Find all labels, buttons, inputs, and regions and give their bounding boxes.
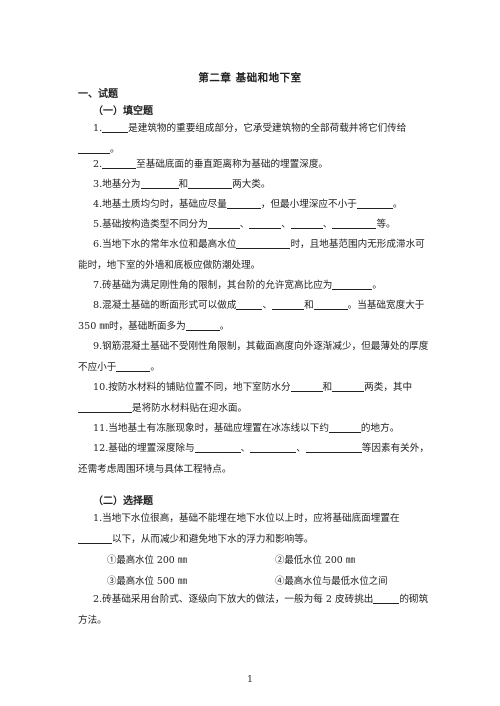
answer-blank xyxy=(313,297,348,310)
question-6: 6.当地下水的常年水位和最高水位时，且地基范围内无形成滞水可能时，地下室的外墙和… xyxy=(78,235,433,276)
answer-blank xyxy=(116,359,151,372)
section-heading: 一、试题 xyxy=(78,89,118,100)
answer-blank xyxy=(102,156,137,169)
answer-blank xyxy=(272,297,305,310)
page-number: 1 xyxy=(247,675,253,685)
chapter-title: 第二章 基础和地下室 xyxy=(198,72,302,84)
answer-blank xyxy=(290,216,323,229)
answer-blank xyxy=(78,400,132,413)
question-10: 10.按防水材料的铺贴位置不同，地下室防水分和两类，其中是将防水材料贴在迎水面。 xyxy=(78,378,433,419)
question-5: 5.基础按构造类型不同分为、、、等。 xyxy=(78,215,433,236)
answer-blank xyxy=(356,196,393,209)
question-11: 11.当地基土有冻胀现象时，基础应埋置在冰冻线以下约的地方。 xyxy=(78,419,433,440)
answer-blank xyxy=(188,176,233,189)
answer-blank xyxy=(194,440,241,453)
choice-option-1: ①最高水位 200 ㎜ xyxy=(107,555,188,566)
answer-blank xyxy=(290,379,323,392)
answer-blank xyxy=(328,420,361,433)
answer-blank xyxy=(140,176,179,189)
answer-blank xyxy=(332,379,365,392)
question-8: 8.混凝土基础的断面形式可以做成、和。当基础宽度大于 350 ㎜时，基础断面多为… xyxy=(78,296,433,337)
answer-blank xyxy=(226,196,261,209)
question-2: 2.至基础底面的垂直距离称为基础的埋置深度。 xyxy=(78,155,433,176)
answer-blank xyxy=(332,216,377,229)
answer-blank xyxy=(236,297,263,310)
answer-blank xyxy=(305,440,362,453)
choice-option-3: ③最高水位 500 ㎜ xyxy=(107,576,188,587)
answer-blank xyxy=(249,216,282,229)
question-7: 7.砖基础为满足刚性角的限制，其台阶的允许宽高比应为。 xyxy=(78,276,433,297)
question-4: 4.地基土质均匀时，基础应尽量，但最小埋深应不小于。 xyxy=(78,195,433,216)
choice-option-2: ②最低水位 200 ㎜ xyxy=(275,555,356,566)
answer-blank xyxy=(78,531,112,544)
question-3: 3.地基分为和两大类。 xyxy=(78,175,433,196)
answer-blank xyxy=(185,318,220,331)
answer-blank xyxy=(78,141,110,154)
subsection-multiple-choice: （二）选择题 xyxy=(93,496,153,507)
question-9: 9.钢筋混凝土基础不受刚性角限制，其截面高度向外逐渐减少，但最薄处的厚度不应小于… xyxy=(78,341,429,373)
question-1: 1.是建筑物的重要组成部分，它承受建筑物的全部荷载并将它们传给。 xyxy=(78,119,433,160)
answer-blank xyxy=(102,120,129,133)
answer-blank xyxy=(373,591,400,604)
answer-blank xyxy=(250,440,297,453)
answer-blank xyxy=(236,236,291,249)
choice-question-2: 2.砖基础采用台阶式、逐级向下放大的做法，一般为每 2 皮砖挑出的砌筑方法。 xyxy=(78,590,433,631)
answer-blank xyxy=(332,277,373,290)
choice-question-1: 1.当地下水位很高，基础不能埋在地下水位以上时，应将基础底面埋置在以下，从而减少… xyxy=(78,509,433,550)
question-12: 12.基础的埋置深度除与、、等因素有关外，还需考虑周围环境与具体工程特点。 xyxy=(78,439,433,480)
answer-blank xyxy=(207,216,240,229)
choice-option-4: ④最高水位与最低水位之间 xyxy=(275,576,388,587)
subsection-fill-blank: （一）填空题 xyxy=(93,106,153,117)
